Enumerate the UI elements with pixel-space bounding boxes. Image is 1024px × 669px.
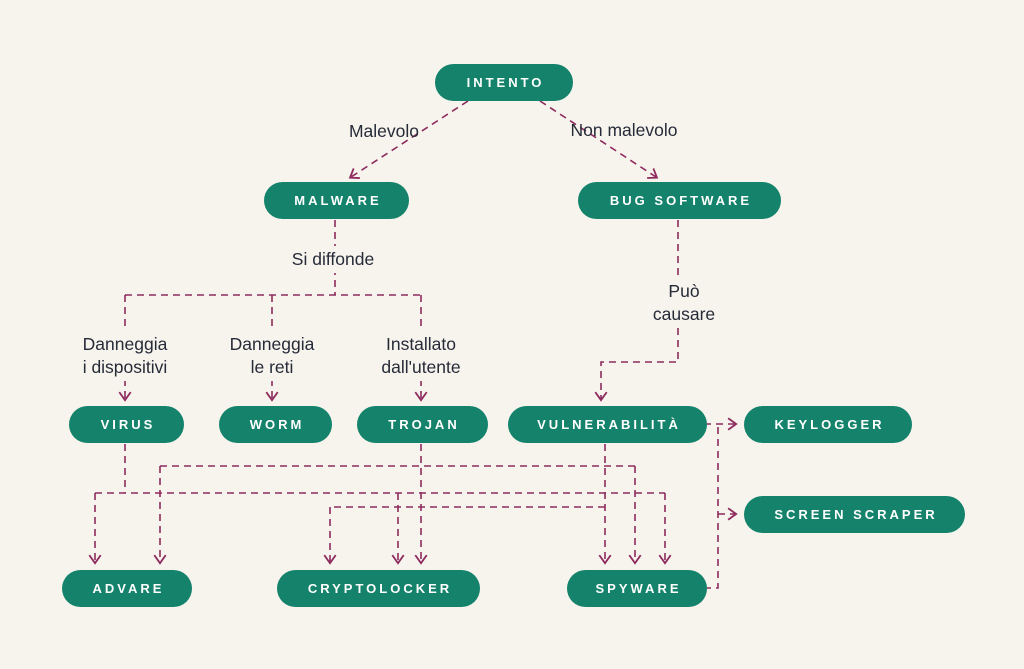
edge-label-malevolo: Malevolo	[348, 121, 420, 141]
node-keylogger: KEYLOGGER	[744, 406, 912, 443]
node-spyware: SPYWARE	[567, 570, 707, 607]
node-bug-software: BUG SOFTWARE	[578, 182, 781, 219]
edge-label-puo-causare: Può causare	[644, 278, 724, 329]
node-worm: WORM	[219, 406, 332, 443]
edge-label-installato-utente: Installato dall'utente	[373, 331, 469, 382]
node-intento: INTENTO	[435, 64, 573, 101]
node-virus: VIRUS	[69, 406, 184, 443]
edge-label-danneggia-reti: Danneggia le reti	[221, 331, 323, 382]
node-cryptolocker: CRYPTOLOCKER	[277, 570, 480, 607]
edge-spyware-spine	[704, 424, 719, 589]
edge-label-non-malevolo: Non malevolo	[570, 120, 678, 140]
edge-bug-vuln	[594, 220, 679, 402]
edge-label-si-diffonde: Si diffonde	[283, 246, 383, 274]
node-screen-scraper: SCREEN SCRAPER	[744, 496, 965, 533]
node-vulnerabilita: VULNERABILITÀ	[508, 406, 707, 443]
node-advare: ADVARE	[62, 570, 192, 607]
node-trojan: TROJAN	[357, 406, 488, 443]
node-malware: MALWARE	[264, 182, 409, 219]
edge-label-danneggia-dispositivi: Danneggia i dispositivi	[74, 331, 176, 382]
